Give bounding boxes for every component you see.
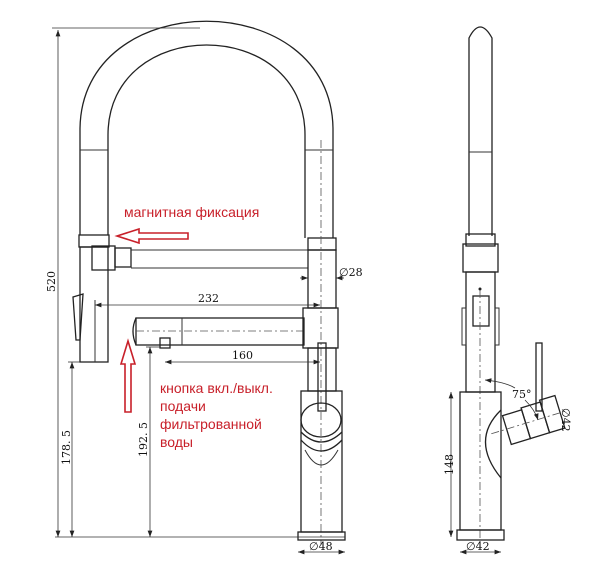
spray-trigger-icon (72, 293, 84, 341)
hose-arch-outer (79, 20, 334, 238)
dim-hose-diameter: ∅28 (339, 266, 363, 279)
right-collar (307, 237, 337, 251)
dim-angle: 75° (512, 388, 532, 401)
left-arrow-icon (114, 227, 189, 245)
dim-spout-diameter-side: ∅42 (559, 408, 572, 432)
dim-spout-reach: 232 (198, 292, 219, 305)
spout-joint (302, 307, 339, 349)
hose-arch-inner (107, 44, 306, 238)
note-button-line-1: кнопка вкл./выкл. (160, 380, 273, 396)
base (297, 531, 346, 541)
note-magnetic: магнитная фиксация (124, 204, 259, 220)
dim-base-front: ∅48 (309, 540, 333, 553)
front-view: 520 178. 5 192. 5 232 160 ∅28 ∅48 (45, 20, 363, 555)
annotations: магнитная фиксация кнопка вкл./выкл. под… (114, 204, 273, 450)
note-button-line-3: фильтрованной (160, 416, 262, 432)
side-button (472, 295, 490, 327)
dim-body-height: 148 (443, 454, 456, 475)
up-arrow-icon (119, 338, 137, 413)
dim-base-side: ∅42 (466, 540, 490, 553)
side-hose (468, 26, 493, 236)
body (300, 390, 343, 533)
magnet-block (91, 245, 116, 271)
left-collar (78, 234, 110, 248)
magnet-connector (114, 247, 132, 268)
lever (317, 342, 327, 412)
dim-button-height: 192. 5 (137, 422, 150, 457)
dim-button-reach: 160 (232, 349, 253, 362)
side-lever (535, 342, 543, 412)
note-button-line-2: подачи (160, 398, 206, 414)
side-body (459, 391, 502, 531)
side-base (456, 529, 505, 541)
dim-total-height: 520 (45, 271, 58, 292)
spray-head (79, 246, 109, 363)
note-button-line-4: воды (160, 434, 193, 450)
pullout-spout (135, 317, 305, 346)
filter-button (159, 337, 171, 349)
dim-head-height: 178. 5 (60, 430, 73, 465)
side-view: 75° ∅42 148 ∅42 (443, 26, 572, 555)
